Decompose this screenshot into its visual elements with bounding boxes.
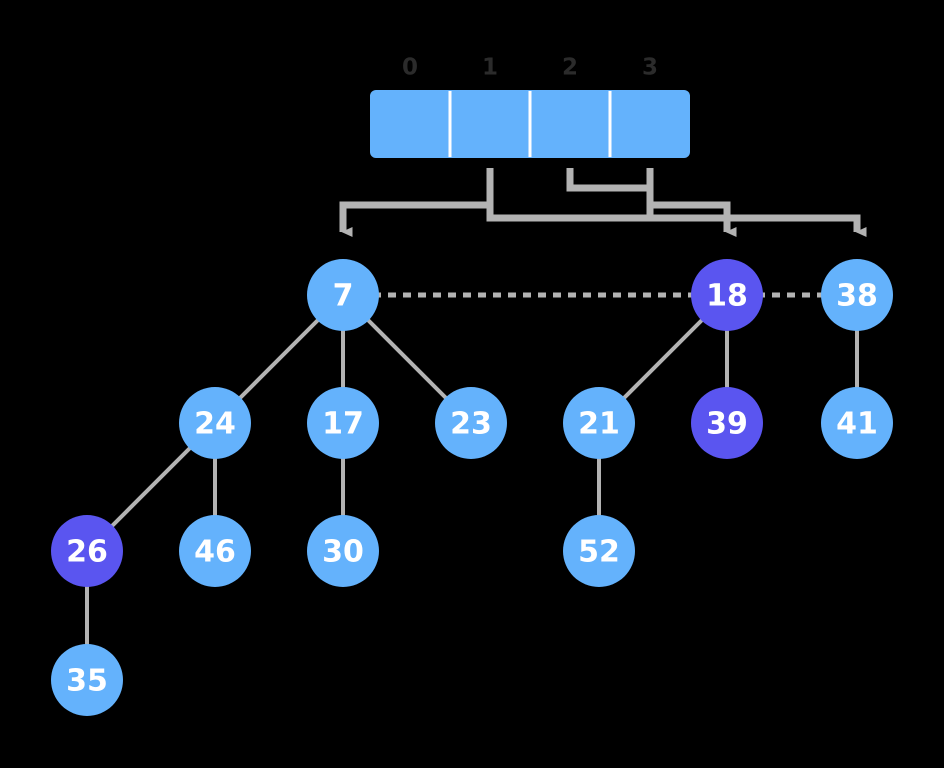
node-circle-18 bbox=[691, 259, 763, 331]
node-circle-7 bbox=[307, 259, 379, 331]
tree-node-24[interactable]: 24 bbox=[179, 387, 251, 459]
node-label-23: 23 bbox=[450, 407, 492, 442]
tree-node-35[interactable]: 35 bbox=[51, 644, 123, 716]
tree-node-38[interactable]: 38 bbox=[821, 259, 893, 331]
array-index-label-0: 0 bbox=[402, 55, 418, 81]
connector-bucket-3 bbox=[486, 205, 867, 237]
bucket-cell-2[interactable] bbox=[530, 90, 610, 158]
node-circle-26 bbox=[51, 515, 123, 587]
node-circle-52 bbox=[563, 515, 635, 587]
node-label-35: 35 bbox=[66, 664, 108, 699]
bucket-cell-0[interactable] bbox=[370, 90, 450, 158]
array-index-label-1: 1 bbox=[482, 55, 498, 81]
tree-node-30[interactable]: 30 bbox=[307, 515, 379, 587]
node-label-38: 38 bbox=[836, 279, 878, 314]
tree-node-41[interactable]: 41 bbox=[821, 387, 893, 459]
node-circle-23 bbox=[435, 387, 507, 459]
connector-bucket-1 bbox=[339, 168, 494, 237]
tree-edges bbox=[85, 293, 859, 680]
node-label-17: 17 bbox=[322, 407, 364, 442]
array-index-labels: 0 1 2 3 bbox=[402, 55, 658, 81]
bucket-array bbox=[370, 90, 690, 158]
array-index-label-3: 3 bbox=[642, 55, 658, 81]
node-label-24: 24 bbox=[194, 407, 236, 442]
tree-node-26[interactable]: 26 bbox=[51, 515, 123, 587]
bucket-pointer-connectors bbox=[339, 168, 867, 237]
node-circle-35 bbox=[51, 644, 123, 716]
node-label-46: 46 bbox=[194, 535, 236, 570]
node-circle-41 bbox=[821, 387, 893, 459]
node-circle-21 bbox=[563, 387, 635, 459]
tree-node-39[interactable]: 39 bbox=[691, 387, 763, 459]
tree-node-7[interactable]: 7 bbox=[307, 259, 379, 331]
node-label-41: 41 bbox=[836, 407, 878, 442]
node-label-52: 52 bbox=[578, 535, 620, 570]
connector-bucket-3-stub bbox=[646, 168, 731, 218]
array-index-label-2: 2 bbox=[562, 55, 578, 81]
node-circle-38 bbox=[821, 259, 893, 331]
tree-node-52[interactable]: 52 bbox=[563, 515, 635, 587]
node-circle-17 bbox=[307, 387, 379, 459]
bucket-cell-1[interactable] bbox=[450, 90, 530, 158]
node-label-18: 18 bbox=[706, 279, 748, 314]
tree-nodes: 7 18 38 24 17 23 21 39 41 26 46 30 52 35 bbox=[51, 259, 893, 716]
node-circle-46 bbox=[179, 515, 251, 587]
node-circle-24 bbox=[179, 387, 251, 459]
tree-node-23[interactable]: 23 bbox=[435, 387, 507, 459]
node-circle-39 bbox=[691, 387, 763, 459]
node-label-7: 7 bbox=[333, 279, 354, 314]
node-label-21: 21 bbox=[578, 407, 620, 442]
tree-node-17[interactable]: 17 bbox=[307, 387, 379, 459]
tree-node-46[interactable]: 46 bbox=[179, 515, 251, 587]
node-label-39: 39 bbox=[706, 407, 748, 442]
tree-node-18[interactable]: 18 bbox=[691, 259, 763, 331]
node-label-30: 30 bbox=[322, 535, 364, 570]
tree-node-21[interactable]: 21 bbox=[563, 387, 635, 459]
node-circle-30 bbox=[307, 515, 379, 587]
bucket-cell-3[interactable] bbox=[610, 90, 690, 158]
node-label-26: 26 bbox=[66, 535, 108, 570]
